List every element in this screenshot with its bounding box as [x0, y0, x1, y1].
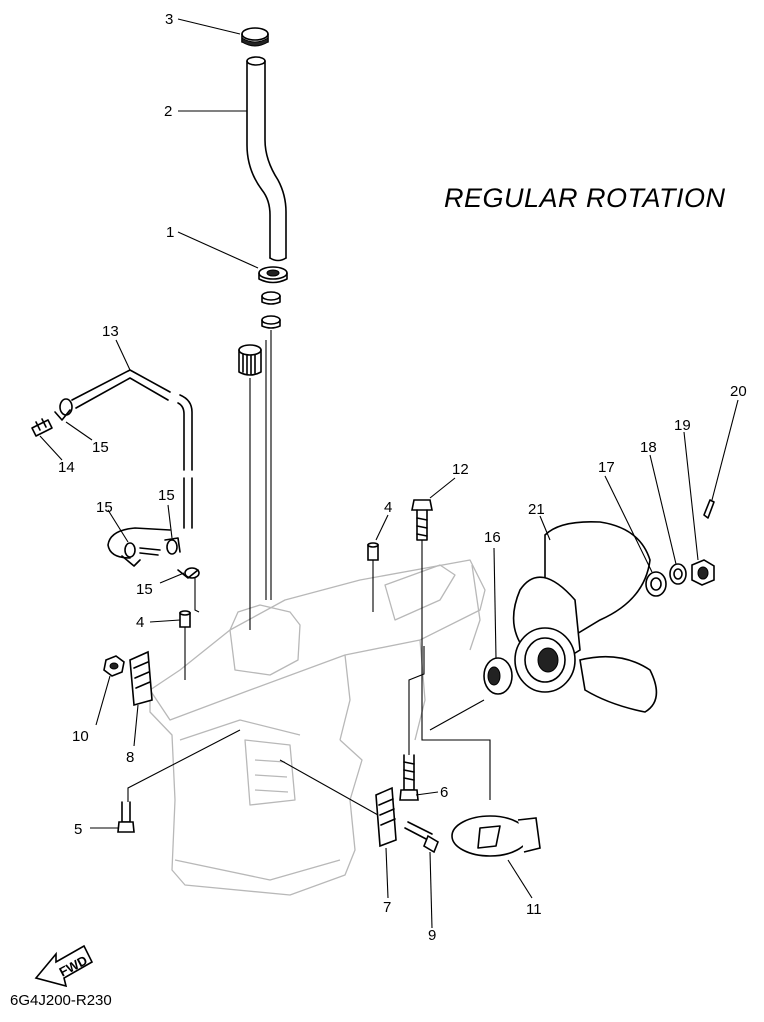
callout-labels: 1 2 3 4 4 5 6 7 8 9 10 11 12 13 14 15 15… — [58, 11, 747, 944]
lower-unit-casing — [149, 559, 486, 896]
callout-9: 9 — [428, 927, 436, 944]
callout-15-lower: 15 — [136, 581, 153, 598]
part-6-bolt — [399, 646, 425, 801]
callout-2: 2 — [164, 103, 172, 120]
part-4-dowel-pin-upper — [367, 542, 379, 612]
callout-17: 17 — [598, 459, 615, 476]
part-9-screw — [279, 759, 439, 854]
part-17-spacer — [645, 571, 667, 597]
callout-19: 19 — [674, 417, 691, 434]
part-14-fitting — [31, 418, 53, 437]
part-18-washer — [669, 563, 687, 585]
callout-4-upper: 4 — [384, 499, 392, 516]
part-5-screw — [117, 729, 241, 833]
part-19-propeller-nut — [691, 559, 715, 586]
page-title: REGULAR ROTATION — [444, 183, 726, 213]
callout-4-lower: 4 — [136, 614, 144, 631]
diagram-code: 6G4J200-R230 — [10, 992, 112, 1009]
callout-16: 16 — [484, 529, 501, 546]
fwd-label: FWD — [57, 952, 90, 979]
part-1-grommet-seal — [258, 266, 288, 329]
callout-1: 1 — [166, 224, 174, 241]
fwd-arrow: FWD — [34, 944, 94, 988]
callout-14: 14 — [58, 459, 75, 476]
part-11-trim-tab — [451, 815, 541, 857]
part-2-water-tube — [246, 56, 287, 262]
part-21-propeller — [512, 520, 658, 713]
part-20-cotter-pin — [703, 499, 715, 519]
callout-10: 10 — [72, 728, 89, 745]
callout-3: 3 — [165, 11, 173, 28]
part-16-thrust-washer — [429, 657, 513, 731]
callout-15-left: 15 — [96, 499, 113, 516]
callout-6: 6 — [440, 784, 448, 801]
callout-15-mid: 15 — [158, 487, 175, 504]
callout-20: 20 — [730, 383, 747, 400]
leader-lines — [39, 18, 739, 929]
part-3-grommet — [241, 27, 269, 47]
part-15-clamp-upper — [54, 398, 73, 421]
part-15-clamps-lower — [121, 537, 200, 613]
callout-12: 12 — [452, 461, 469, 478]
callout-8: 8 — [126, 749, 134, 766]
callout-15-upper: 15 — [92, 439, 109, 456]
callout-21: 21 — [528, 501, 545, 518]
callout-13: 13 — [102, 323, 119, 340]
part-10-nut — [103, 655, 125, 677]
water-tube-guide — [265, 330, 272, 600]
callout-18: 18 — [640, 439, 657, 456]
callout-5: 5 — [74, 821, 82, 838]
part-12-bolt — [411, 499, 491, 800]
callout-7: 7 — [383, 899, 391, 916]
part-4-dowel-pin-lower — [179, 610, 191, 680]
callout-11: 11 — [526, 901, 542, 918]
part-13-hose — [71, 369, 193, 559]
part-8-anode — [129, 650, 153, 707]
water-strainer — [238, 344, 262, 630]
part-7-anode — [375, 786, 397, 848]
